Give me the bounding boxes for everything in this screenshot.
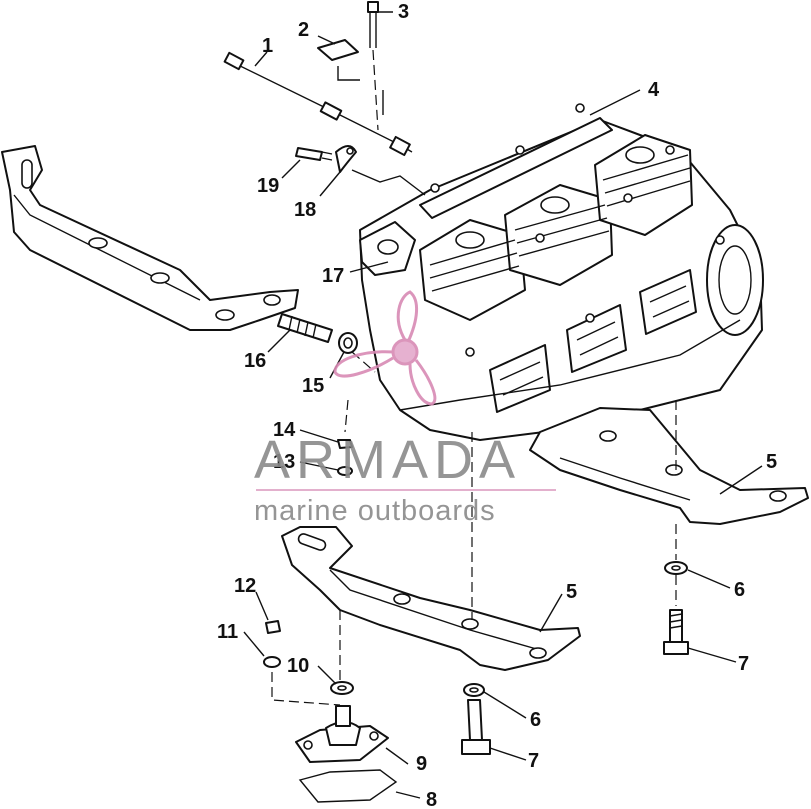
callout-5-right: 5 [766,451,777,473]
callout-14: 14 [273,419,296,441]
decal [317,39,360,81]
nut-and-washer-small [337,399,353,476]
callout-11: 11 [217,621,238,643]
callout-8: 8 [426,789,437,809]
callout-6-right: 6 [734,579,745,601]
callout-labels: 1 2 3 4 5 5 6 6 7 7 8 9 10 11 12 13 14 1… [217,1,777,809]
propeller-logo [333,290,437,406]
callout-6-left: 6 [530,709,541,731]
callout-17: 17 [322,265,344,287]
watermark-tagline: marine outboards [254,495,496,527]
engine-mount [263,610,398,803]
stud-and-washer [277,313,376,373]
throttle-cable [223,51,413,157]
callout-19: 19 [257,175,279,197]
washer-and-bolt-right [663,524,689,655]
callout-5-lower: 5 [566,581,577,603]
long-bolt [367,1,384,131]
callout-3: 3 [398,1,409,23]
callout-13: 13 [273,451,295,473]
callout-2: 2 [298,19,309,41]
bolt-and-clip [295,145,426,196]
callout-9: 9 [416,753,427,775]
engine-bracket-front-right [529,400,809,525]
washer-and-bolt-left [461,683,491,755]
callout-4: 4 [648,79,660,101]
engine-bracket-front-lower [281,432,581,671]
watermark: ARMADA marine outboards [254,290,556,527]
callout-15: 15 [302,375,324,397]
callout-18: 18 [294,199,316,221]
callout-1: 1 [262,35,273,57]
engine-bracket-rear [1,145,299,331]
watermark-brand: ARMADA [254,430,521,490]
callout-12: 12 [234,575,256,597]
callout-16: 16 [244,350,266,372]
callout-10: 10 [287,655,309,677]
leader-lines [243,11,763,799]
callout-7-right: 7 [738,653,749,675]
engine-block [359,103,764,441]
callout-7-left: 7 [528,750,539,772]
